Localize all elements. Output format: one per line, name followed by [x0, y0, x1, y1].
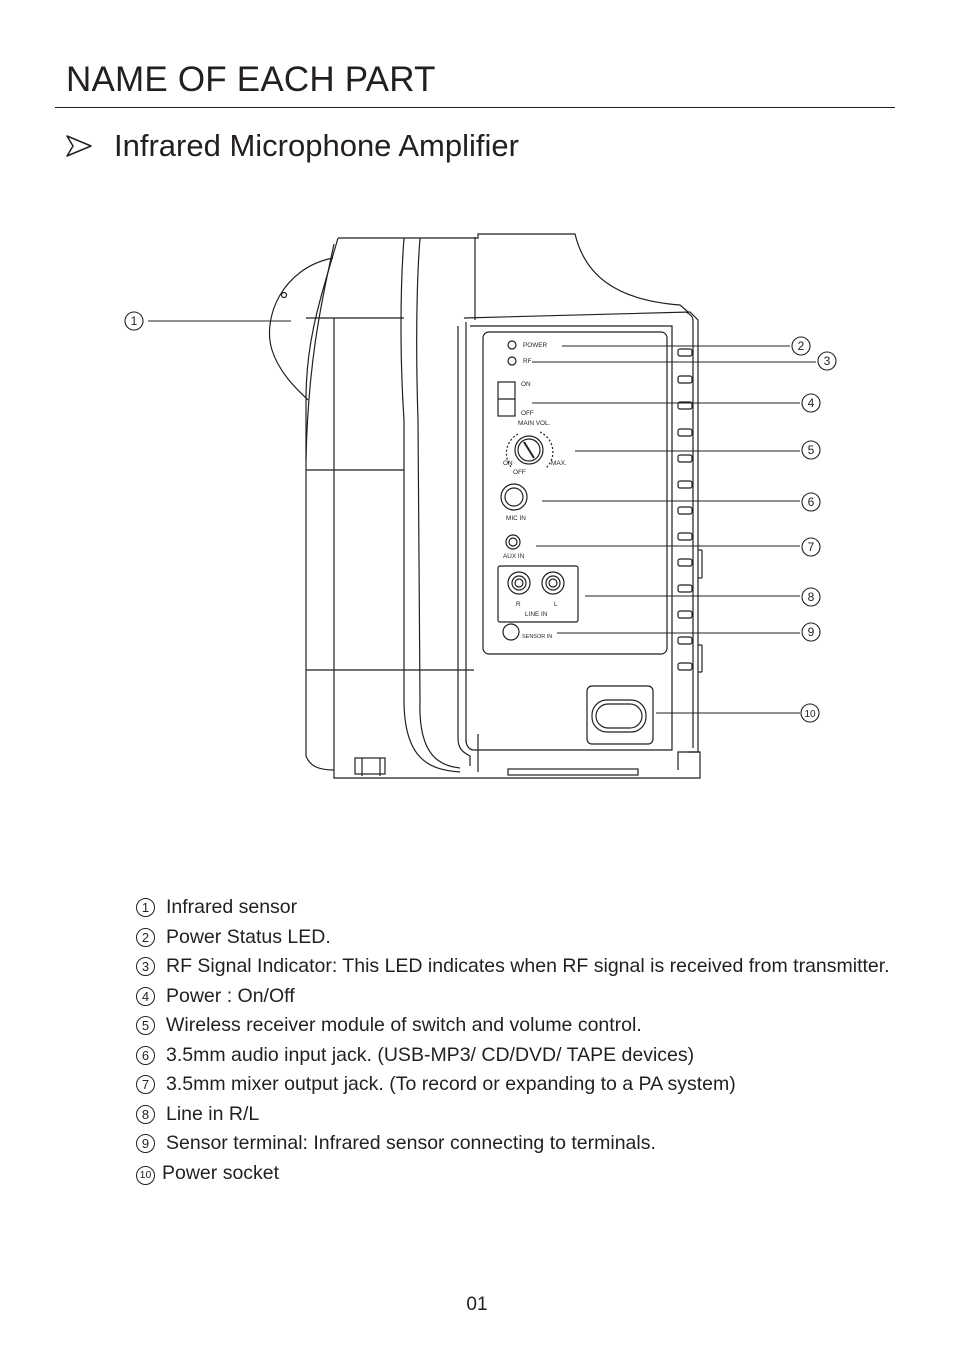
mic-in-label: MIC IN [506, 515, 526, 522]
callout-4-marker [801, 393, 821, 413]
legend-number: 2 [136, 927, 155, 947]
l-label: L [554, 601, 558, 608]
line-in-group [497, 565, 579, 623]
callout-6: 6 [808, 495, 815, 509]
callout-3: 3 [824, 354, 831, 368]
legend-number: 6 [136, 1045, 155, 1065]
legend-number: 9 [136, 1134, 155, 1153]
legend-text: Wireless receiver module of switch and v… [166, 1014, 642, 1036]
callout-9-marker [801, 622, 821, 642]
main-volume-knob [505, 431, 554, 469]
amplifier-body [268, 233, 703, 779]
max-label: MAX. [551, 460, 567, 467]
power-led [507, 340, 517, 350]
legend-item: 7 3.5mm mixer output jack. (To record or… [136, 1070, 896, 1100]
r-label: R [516, 601, 521, 608]
legend-number: 8 [136, 1104, 155, 1124]
main-vol-label: MAIN VOL. [518, 420, 551, 427]
rf-led [507, 356, 517, 366]
aux-in-jack [505, 534, 521, 550]
mic-in-jack [500, 483, 528, 511]
legend-text: Sensor terminal: Infrared sensor connect… [166, 1132, 656, 1154]
legend-item: 10 Power socket [136, 1159, 896, 1189]
switch-on-label: ON [521, 381, 531, 388]
page-title: NAME OF EACH PART [66, 60, 436, 99]
callout-5: 5 [808, 443, 815, 457]
legend-number: 1 [136, 898, 155, 917]
callout-1-marker [124, 311, 144, 331]
callout-markers [124, 311, 837, 723]
callout-7: 7 [808, 540, 815, 554]
knob-on-label: ON [503, 460, 513, 467]
legend-text: Power Status LED. [166, 925, 331, 948]
callout-7-marker [801, 537, 821, 557]
leader-lines [148, 320, 816, 714]
title-divider [55, 107, 895, 108]
legend-item: 1 Infrared sensor [136, 893, 896, 923]
callout-9: 9 [808, 625, 815, 639]
callout-8-marker [801, 587, 821, 607]
legend-text: RF Signal Indicator: This LED indicates … [166, 955, 890, 977]
callout-4: 4 [808, 396, 815, 410]
legend-text: Power socket [162, 1161, 280, 1184]
switch-off-label: OFF [521, 410, 534, 417]
aux-in-label: AUX IN [503, 553, 525, 560]
section-heading: Infrared Microphone Amplifier [66, 126, 519, 166]
sensor-in-jack [502, 623, 520, 641]
legend-text: Power : On/Off [166, 984, 295, 1007]
sensor-in-label: SENSOR IN [522, 634, 552, 640]
callout-numbers: 1 2 3 4 5 6 7 8 9 10 [131, 314, 831, 720]
arrow-bullet-icon [66, 135, 92, 157]
legend-text: 3.5mm audio input jack. (USB-MP3/ CD/DVD… [166, 1043, 695, 1066]
legend-text: Line in R/L [166, 1102, 260, 1125]
vent-slots [677, 348, 703, 673]
power-socket [586, 685, 654, 745]
callout-10: 10 [804, 709, 816, 720]
callout-10-marker [800, 703, 820, 723]
power-label: POWER [523, 342, 548, 349]
legend-number: 3 [136, 957, 155, 976]
callout-6-marker [801, 492, 821, 512]
legend-number: 7 [136, 1075, 155, 1094]
callout-3-marker [817, 351, 837, 371]
callout-1: 1 [131, 314, 138, 328]
legend-item: 5 Wireless receiver module of switch and… [136, 1011, 896, 1041]
legend-item: 2 Power Status LED. [136, 923, 896, 953]
legend-number: 10 [136, 1165, 155, 1185]
line-in-label: LINE IN [525, 611, 548, 618]
legend-text: 3.5mm mixer output jack. (To record or e… [166, 1073, 736, 1095]
callout-2-marker [791, 336, 811, 356]
legend-item: 9 Sensor terminal: Infrared sensor conne… [136, 1129, 896, 1159]
page-number: 01 [466, 1294, 488, 1315]
knob-off-label: OFF [513, 469, 526, 476]
callout-8: 8 [808, 590, 815, 604]
callout-5-marker [801, 440, 821, 460]
legend-number: 5 [136, 1016, 155, 1035]
legend-text: Infrared sensor [166, 896, 298, 918]
legend-number: 4 [136, 986, 155, 1006]
amplifier-diagram: POWER RF ON OFF MAIN VOL. ON OFF MAX. MI… [124, 233, 837, 779]
legend-item: 8 Line in R/L [136, 1100, 896, 1130]
legend-item: 6 3.5mm audio input jack. (USB-MP3/ CD/D… [136, 1041, 896, 1071]
parts-legend: 1 Infrared sensor 2 Power Status LED. 3 … [136, 893, 896, 1188]
callout-2: 2 [798, 339, 805, 353]
legend-item: 3 RF Signal Indicator: This LED indicate… [136, 952, 896, 982]
panel-labels: POWER RF ON OFF MAIN VOL. ON OFF MAX. MI… [503, 342, 567, 640]
legend-item: 4 Power : On/Off [136, 982, 896, 1012]
rf-label: RF [523, 358, 532, 365]
section-title: Infrared Microphone Amplifier [114, 128, 519, 163]
